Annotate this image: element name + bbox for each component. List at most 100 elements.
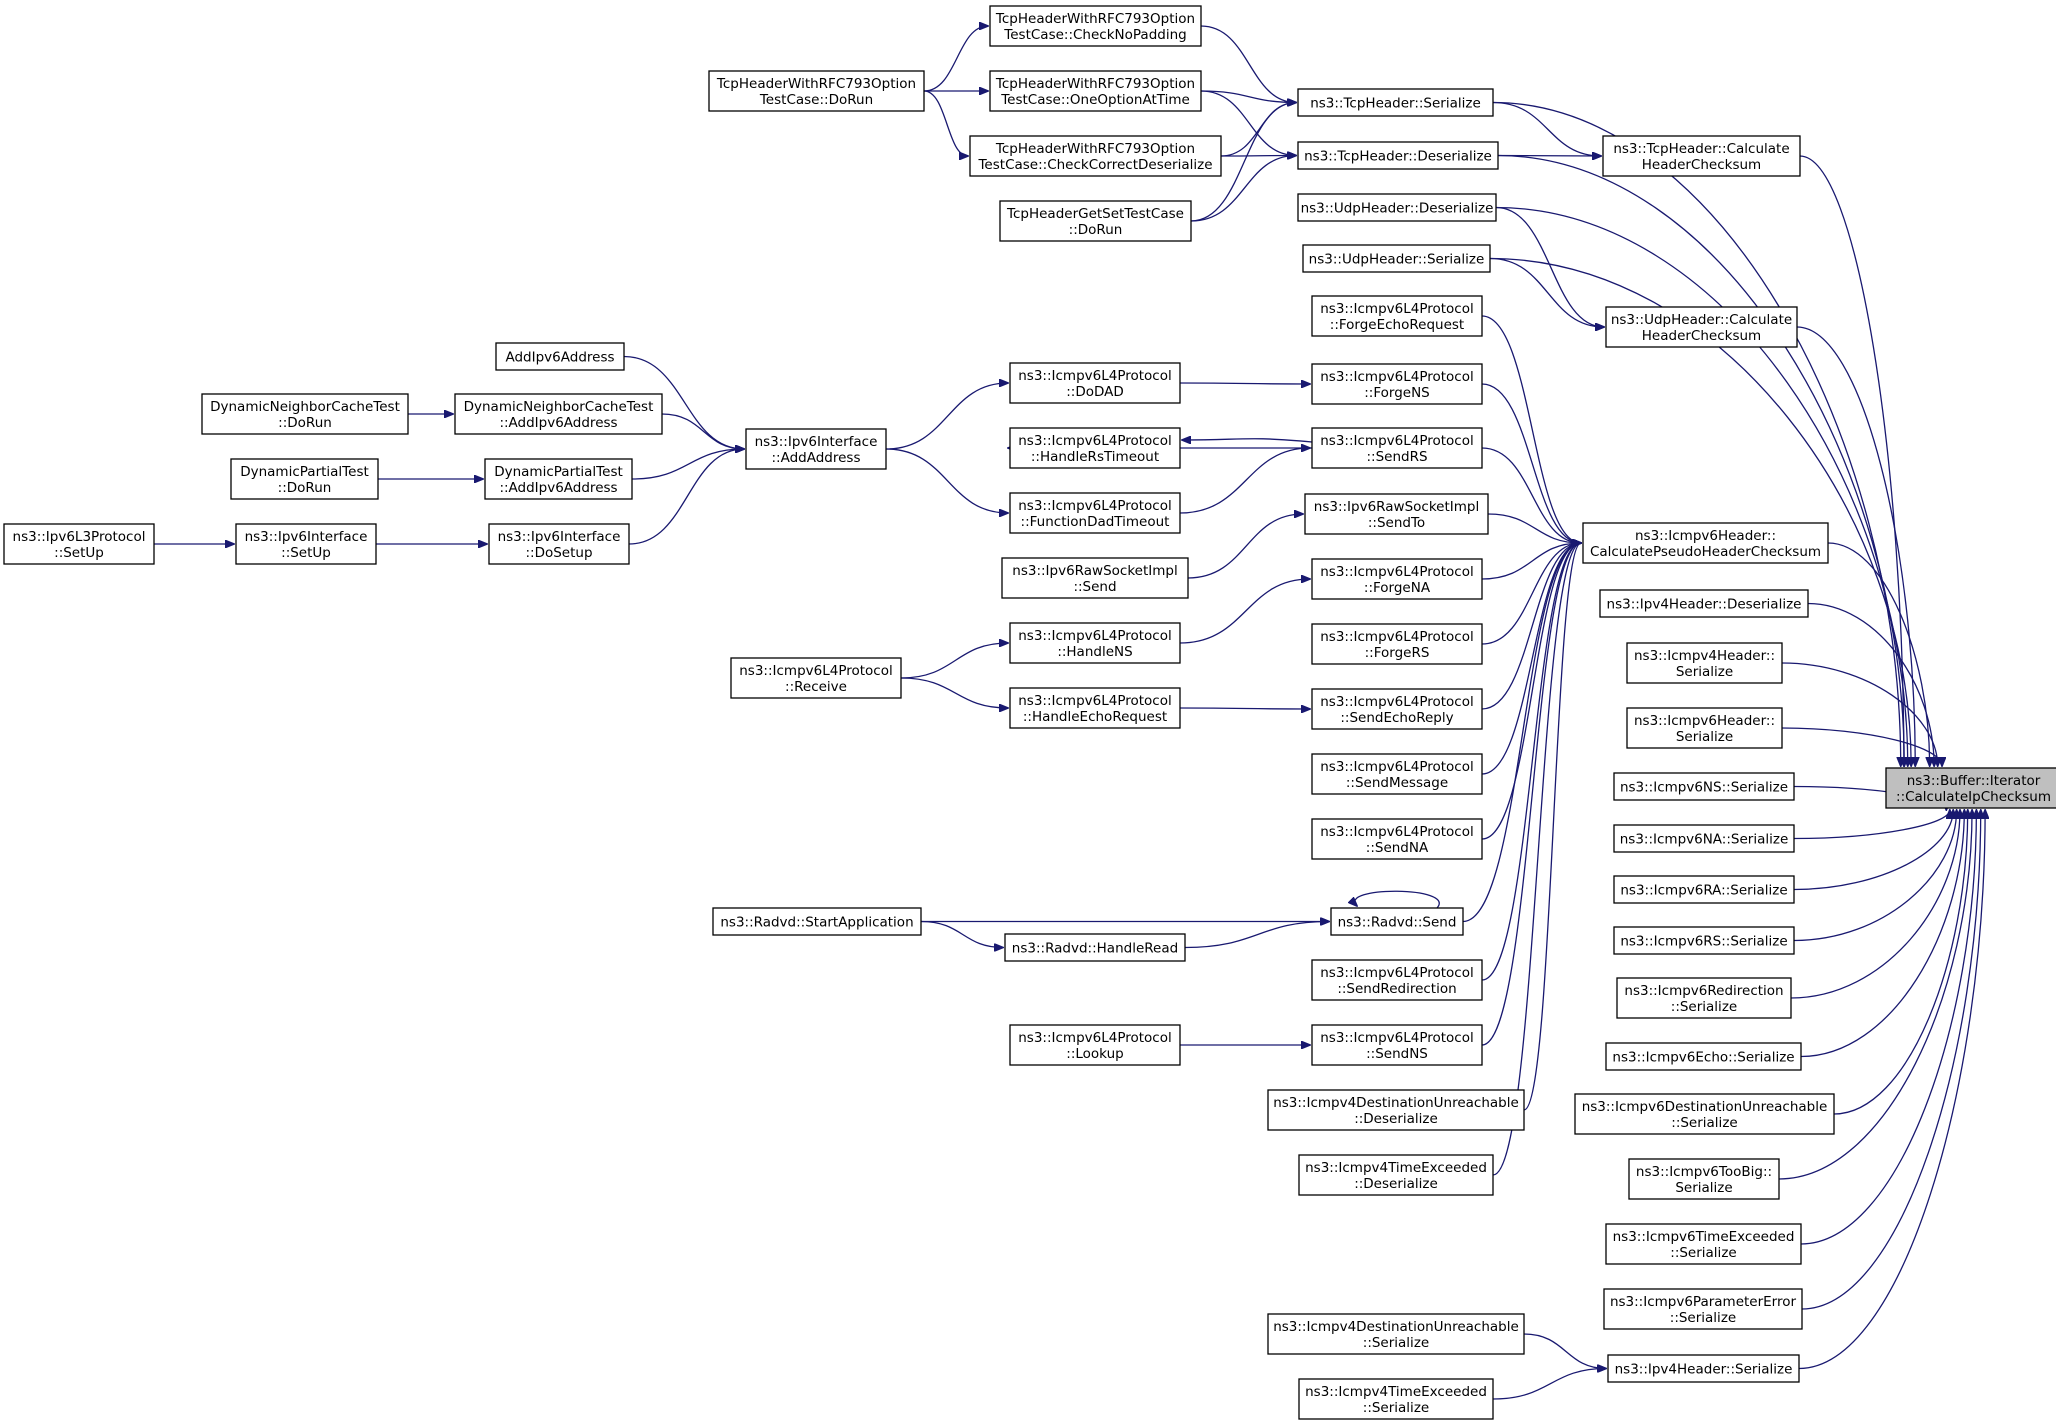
edge-icmp6destun-to-target (1833, 810, 1968, 1115)
node-icmp4du-deser[interactable]: ns3::Icmpv4DestinationUnreachable::Deser… (1267, 1089, 1525, 1131)
node-label-line: ::HandleRsTimeout (1031, 449, 1159, 465)
edge-tc-dorun-to-tc-nopad (923, 26, 988, 92)
node-box (1613, 926, 1795, 955)
node-radvd-send[interactable]: ns3::Radvd::Send (1330, 907, 1464, 936)
node-icmp4te-deser[interactable]: ns3::Icmpv4TimeExceeded::Deserialize (1298, 1154, 1494, 1196)
node-tgs-dorun[interactable]: TcpHeaderGetSetTestCase::DoRun (999, 200, 1192, 242)
node-dpt-dorun[interactable]: DynamicPartialTest::DoRun (230, 458, 379, 500)
node-box (1311, 753, 1483, 795)
node-forge-ns[interactable]: ns3::Icmpv6L4Protocol::ForgeNS (1311, 363, 1483, 405)
node-target[interactable]: ns3::Buffer::Iterator::CalculateIpChecks… (1885, 767, 2056, 809)
node-icmp6echo[interactable]: ns3::Icmpv6Echo::Serialize (1605, 1042, 1802, 1071)
node-send-echo-reply[interactable]: ns3::Icmpv6L4Protocol::SendEchoReply (1311, 688, 1483, 730)
node-box (1628, 1158, 1780, 1200)
node-label-line: ns3::Icmpv4DestinationUnreachable (1273, 1095, 1519, 1111)
node-icmp4h-serialize[interactable]: ns3::Icmpv4Header::Serialize (1626, 642, 1783, 684)
node-label-line: ns3::Icmpv6L4Protocol (739, 663, 893, 679)
node-tc-ccd[interactable]: TcpHeaderWithRFC793OptionTestCase::Check… (969, 135, 1222, 177)
edge-ipv6if-addaddr-to-dodad (885, 383, 1008, 450)
node-tcp-deserialize[interactable]: ns3::TcpHeader::Deserialize (1297, 141, 1499, 170)
node-icmp6timeex[interactable]: ns3::Icmpv6TimeExceeded::Serialize (1605, 1223, 1802, 1265)
node-func-dad-to[interactable]: ns3::Icmpv6L4Protocol::FunctionDadTimeou… (1009, 492, 1181, 534)
node-raw-send[interactable]: ns3::Ipv6RawSocketImpl::Send (1001, 557, 1189, 599)
node-radvd-start[interactable]: ns3::Radvd::StartApplication (712, 907, 922, 936)
node-udp-deserialize[interactable]: ns3::UdpHeader::Deserialize (1297, 193, 1497, 222)
edge-dpt-addaddr-to-ipv6if-addaddr (631, 449, 744, 480)
node-label-line: TestCase::CheckNoPadding (1003, 27, 1186, 43)
node-dnct-addaddr[interactable]: DynamicNeighborCacheTest::AddIpv6Address (454, 393, 663, 435)
node-label-line: ::Serialize (1363, 1400, 1429, 1416)
node-send-redir[interactable]: ns3::Icmpv6L4Protocol::SendRedirection (1311, 959, 1483, 1001)
edge-handle-rs-to-to-send-rs (1182, 439, 1313, 442)
node-icmp6param[interactable]: ns3::Icmpv6ParameterError::Serialize (1603, 1288, 1803, 1330)
node-raw-sendto[interactable]: ns3::Ipv6RawSocketImpl::SendTo (1304, 493, 1489, 535)
node-icmp6ns[interactable]: ns3::Icmpv6NS::Serialize (1613, 772, 1795, 801)
node-radvd-handle-read[interactable]: ns3::Radvd::HandleRead (1004, 933, 1186, 962)
node-tcp-serialize[interactable]: ns3::TcpHeader::Serialize (1297, 88, 1494, 117)
node-box (1603, 1288, 1803, 1330)
node-dpt-addaddr[interactable]: DynamicPartialTest::AddIpv6Address (484, 458, 633, 500)
node-box (1298, 1378, 1494, 1420)
node-icmp6ra[interactable]: ns3::Icmpv6RA::Serialize (1613, 875, 1795, 904)
node-send-ns[interactable]: ns3::Icmpv6L4Protocol::SendNS (1311, 1024, 1483, 1066)
node-icmp6na[interactable]: ns3::Icmpv6NA::Serialize (1613, 824, 1795, 853)
node-icmp6h-serialize[interactable]: ns3::Icmpv6Header::Serialize (1626, 707, 1783, 749)
node-label-line: ::ForgeNA (1364, 580, 1431, 596)
node-icmp4te-ser[interactable]: ns3::Icmpv4TimeExceeded::Serialize (1298, 1378, 1494, 1420)
node-send-na[interactable]: ns3::Icmpv6L4Protocol::SendNA (1311, 818, 1483, 860)
node-ipv4-deserialize[interactable]: ns3::Ipv4Header::Deserialize (1599, 589, 1809, 618)
node-ipv6if-dosetup[interactable]: ns3::Ipv6Interface::DoSetup (488, 523, 630, 565)
node-label-line: ns3::UdpHeader::Calculate (1611, 312, 1792, 328)
node-icmp6destun[interactable]: ns3::Icmpv6DestinationUnreachable::Seria… (1574, 1093, 1835, 1135)
node-add-ipv6-addr[interactable]: AddIpv6Address (495, 342, 625, 371)
node-label-line: ns3::Icmpv6L4Protocol (1320, 965, 1474, 981)
node-tc-oneopt[interactable]: TcpHeaderWithRFC793OptionTestCase::OneOp… (989, 70, 1202, 112)
node-icmp4du-ser[interactable]: ns3::Icmpv4DestinationUnreachable::Seria… (1267, 1313, 1525, 1355)
node-label-line: TcpHeaderWithRFC793Option (995, 76, 1195, 92)
node-label-line: ns3::TcpHeader::Calculate (1613, 141, 1789, 157)
node-icmp6redir[interactable]: ns3::Icmpv6Redirection::Serialize (1616, 977, 1792, 1019)
edge-send-redir-to-icmp6-pseudo (1481, 543, 1581, 981)
edge-radvd-handle-read-to-radvd-send (1184, 922, 1329, 949)
node-ipv6l3-setup[interactable]: ns3::Ipv6L3Protocol::SetUp (3, 523, 155, 565)
node-send-message[interactable]: ns3::Icmpv6L4Protocol::SendMessage (1311, 753, 1483, 795)
node-send-rs[interactable]: ns3::Icmpv6L4Protocol::SendRS (1311, 427, 1483, 469)
node-forge-echo[interactable]: ns3::Icmpv6L4Protocol::ForgeEchoRequest (1311, 295, 1483, 337)
node-box (1004, 933, 1186, 962)
node-label-line: ns3::Radvd::StartApplication (720, 915, 913, 931)
node-box (999, 200, 1192, 242)
node-label-line: DynamicPartialTest (240, 464, 369, 480)
node-icmp6toobig[interactable]: ns3::Icmpv6TooBig::Serialize (1628, 1158, 1780, 1200)
node-dnct-dorun[interactable]: DynamicNeighborCacheTest::DoRun (201, 393, 409, 435)
node-ipv6if-addaddr[interactable]: ns3::Ipv6Interface::AddAddress (745, 428, 887, 470)
node-forge-rs[interactable]: ns3::Icmpv6L4Protocol::ForgeRS (1311, 623, 1483, 665)
node-label-line: ns3::Radvd::Send (1338, 915, 1457, 931)
node-ipv4-serialize[interactable]: ns3::Ipv4Header::Serialize (1607, 1354, 1800, 1383)
node-label-line: ns3::Ipv6L3Protocol (13, 529, 146, 545)
node-label-line: ns3::Icmpv6Header:: (1634, 713, 1775, 729)
node-icmp6-receive[interactable]: ns3::Icmpv6L4Protocol::Receive (730, 657, 902, 699)
node-box (1009, 622, 1181, 664)
edge-radvd-send-to-icmp6-pseudo (1462, 543, 1581, 923)
node-ipv6if-setup[interactable]: ns3::Ipv6Interface::SetUp (235, 523, 377, 565)
node-handle-rs-to[interactable]: ns3::Icmpv6L4Protocol::HandleRsTimeout (1009, 427, 1181, 469)
node-udp-serialize[interactable]: ns3::UdpHeader::Serialize (1302, 244, 1491, 273)
node-box (488, 523, 630, 565)
node-dodad[interactable]: ns3::Icmpv6L4Protocol::DoDAD (1009, 362, 1181, 404)
node-label-line: ns3::Icmpv6DestinationUnreachable (1582, 1099, 1828, 1115)
edge-icmp6rs-to-target (1793, 810, 1957, 942)
node-label-line: ::ForgeEchoRequest (1330, 317, 1464, 333)
node-lookup[interactable]: ns3::Icmpv6L4Protocol::Lookup (1009, 1024, 1181, 1066)
node-forge-na[interactable]: ns3::Icmpv6L4Protocol::ForgeNA (1311, 558, 1483, 600)
node-icmp6-pseudo[interactable]: ns3::Icmpv6Header::CalculatePseudoHeader… (1582, 522, 1829, 564)
node-handle-ns[interactable]: ns3::Icmpv6L4Protocol::HandleNS (1009, 622, 1181, 664)
node-icmp6rs[interactable]: ns3::Icmpv6RS::Serialize (1613, 926, 1795, 955)
node-tc-nopad[interactable]: TcpHeaderWithRFC793OptionTestCase::Check… (989, 5, 1202, 47)
node-box (484, 458, 633, 500)
node-handle-echo-req[interactable]: ns3::Icmpv6L4Protocol::HandleEchoRequest (1009, 687, 1181, 729)
node-label-line: ns3::Icmpv6ParameterError (1610, 1294, 1797, 1310)
node-box (1311, 818, 1483, 860)
